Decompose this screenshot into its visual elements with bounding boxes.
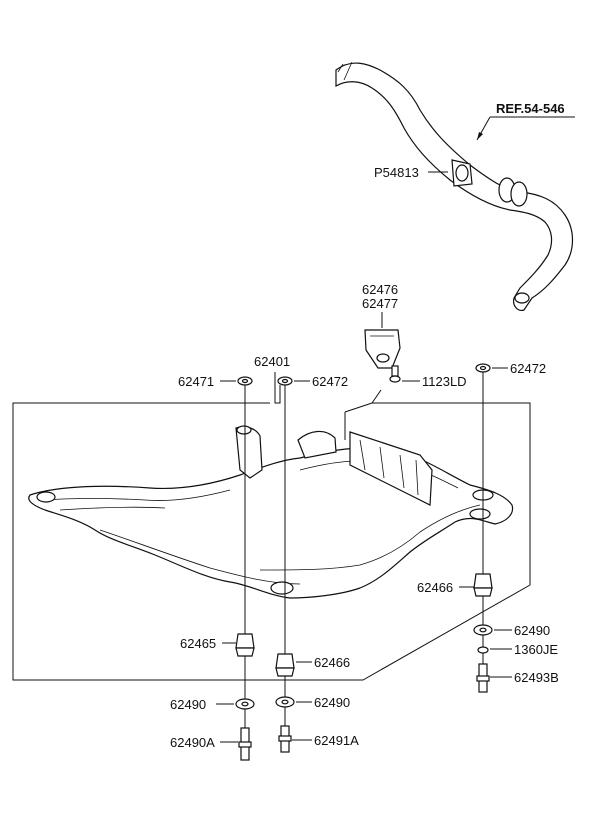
bolt-62493b [476, 663, 490, 693]
label-p62477: 62477 [362, 296, 398, 311]
mount-bracket [364, 329, 401, 369]
label-p54813: P54813 [374, 165, 419, 180]
washer-62472-right [475, 363, 491, 373]
label-p1123ld: 1123LD [422, 374, 467, 389]
label-p62471: 62471 [178, 374, 214, 389]
label-p62466-right: 62466 [417, 580, 453, 595]
bushing-62465 [235, 633, 255, 657]
washer-62472-left [277, 376, 293, 386]
reference-label[interactable]: REF.54-546 [496, 101, 565, 116]
label-p62490a: 62490A [170, 735, 215, 750]
stabilizer-bushing [451, 159, 473, 187]
washer-62471 [237, 376, 253, 386]
washer-62490-mid [275, 696, 295, 708]
washer-62490-left [235, 698, 255, 710]
label-p1360je: 1360JE [514, 642, 558, 657]
assembly-box [12, 402, 531, 681]
crossmember [28, 425, 514, 599]
label-p62465: 62465 [180, 636, 216, 651]
label-p62401: 62401 [254, 354, 290, 369]
bolt-62490a [238, 727, 252, 761]
label-p62476: 62476 [362, 282, 398, 297]
label-p62490-left: 62490 [170, 697, 206, 712]
label-p62466-left: 62466 [314, 655, 350, 670]
label-p62490-right: 62490 [514, 623, 550, 638]
label-p62491a: 62491A [314, 733, 359, 748]
label-p62493b: 62493B [514, 670, 559, 685]
label-p62472-left: 62472 [312, 374, 348, 389]
washer-62490-right [473, 624, 493, 636]
nut-1360je [477, 646, 489, 654]
bushing-62466-left [275, 653, 295, 677]
label-p62490-mid: 62490 [314, 695, 350, 710]
label-p62472-right: 62472 [510, 361, 546, 376]
bolt-1123ld [389, 365, 401, 383]
bolt-62491a [278, 725, 292, 753]
stabilizer-bar [335, 61, 574, 311]
reference-pointer [476, 116, 575, 141]
bushing-62466-right [473, 573, 493, 597]
